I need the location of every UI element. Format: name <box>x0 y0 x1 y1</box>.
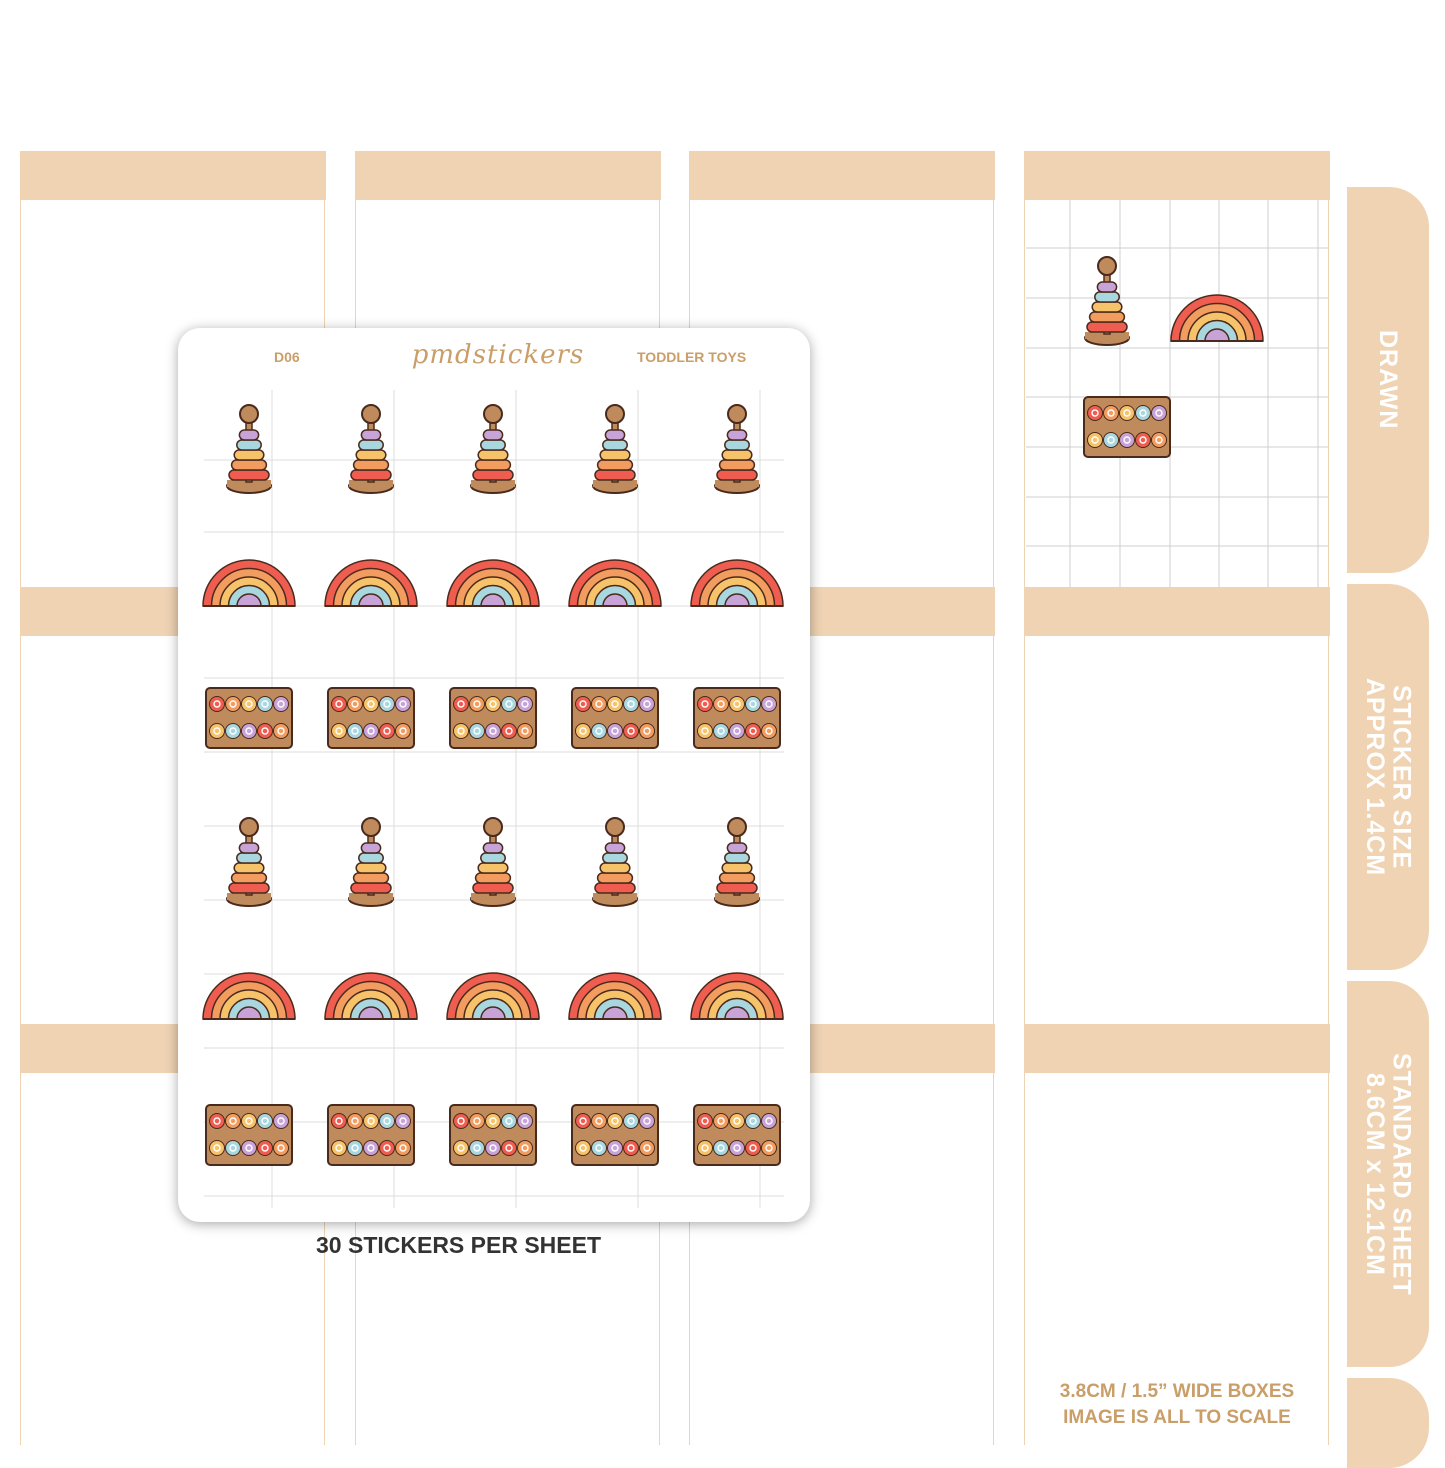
stacking-ring-icon <box>592 404 638 494</box>
header-band <box>1024 587 1330 636</box>
stacking-ring-icon <box>592 817 638 907</box>
number-puzzle-icon <box>327 687 415 749</box>
tab-label: DRAWN <box>1374 330 1403 430</box>
rainbow-icon <box>568 972 662 1020</box>
tab-label: STANDARD SHEET 8.6CM x 12.1CM <box>1361 1052 1416 1296</box>
planner-column-4 <box>1024 151 1329 1445</box>
header-band <box>1024 1024 1330 1073</box>
number-puzzle-icon <box>205 1104 293 1166</box>
header-band <box>355 151 661 200</box>
rainbow-icon <box>568 559 662 607</box>
sheet-title: TODDLER TOYS <box>637 349 747 365</box>
rainbow-icon <box>202 559 296 607</box>
stacking-ring-icon <box>470 404 516 494</box>
number-puzzle-icon <box>693 687 781 749</box>
rainbow-icon <box>324 559 418 607</box>
header-band <box>1024 151 1330 200</box>
tab-standard-sheet: STANDARD SHEET 8.6CM x 12.1CM <box>1347 981 1429 1367</box>
rainbow-icon <box>690 972 784 1020</box>
header-band <box>689 151 995 200</box>
rainbow-icon <box>324 972 418 1020</box>
rainbow-icon <box>446 559 540 607</box>
sheet-code: D06 <box>274 349 300 365</box>
stacking-ring-icon <box>226 817 272 907</box>
number-puzzle-icon <box>571 1104 659 1166</box>
stacking-ring-icon <box>348 404 394 494</box>
tab-sticker-size: STICKER SIZE APPROX 1.4CM <box>1347 584 1429 970</box>
footnote-line1: 3.8CM / 1.5” WIDE BOXES <box>1059 1381 1295 1402</box>
number-puzzle-icon <box>571 687 659 749</box>
tab-label: STICKER SIZE APPROX 1.4CM <box>1361 677 1416 877</box>
stacking-ring-icon <box>714 817 760 907</box>
brand-logo: pmdstickers <box>411 340 585 370</box>
tab-drawn: DRAWN <box>1347 187 1429 573</box>
number-puzzle-icon <box>205 687 293 749</box>
header-band <box>20 151 326 200</box>
rainbow-icon <box>690 559 784 607</box>
number-puzzle-icon <box>449 687 537 749</box>
number-puzzle-icon <box>1083 396 1171 458</box>
footnote-line2: IMAGE IS ALL TO SCALE <box>1063 1407 1291 1428</box>
rainbow-icon <box>202 972 296 1020</box>
number-puzzle-icon <box>693 1104 781 1166</box>
number-puzzle-icon <box>327 1104 415 1166</box>
stacking-ring-icon <box>714 404 760 494</box>
rainbow-icon <box>446 972 540 1020</box>
stacking-ring-icon <box>226 404 272 494</box>
stickers-per-sheet-caption: 30 STICKERS PER SHEET <box>316 1232 602 1258</box>
stacking-ring-icon <box>470 817 516 907</box>
number-puzzle-icon <box>449 1104 537 1166</box>
stacking-ring-icon <box>348 817 394 907</box>
stacking-ring-icon <box>1084 256 1130 346</box>
rainbow-icon <box>1170 294 1264 342</box>
